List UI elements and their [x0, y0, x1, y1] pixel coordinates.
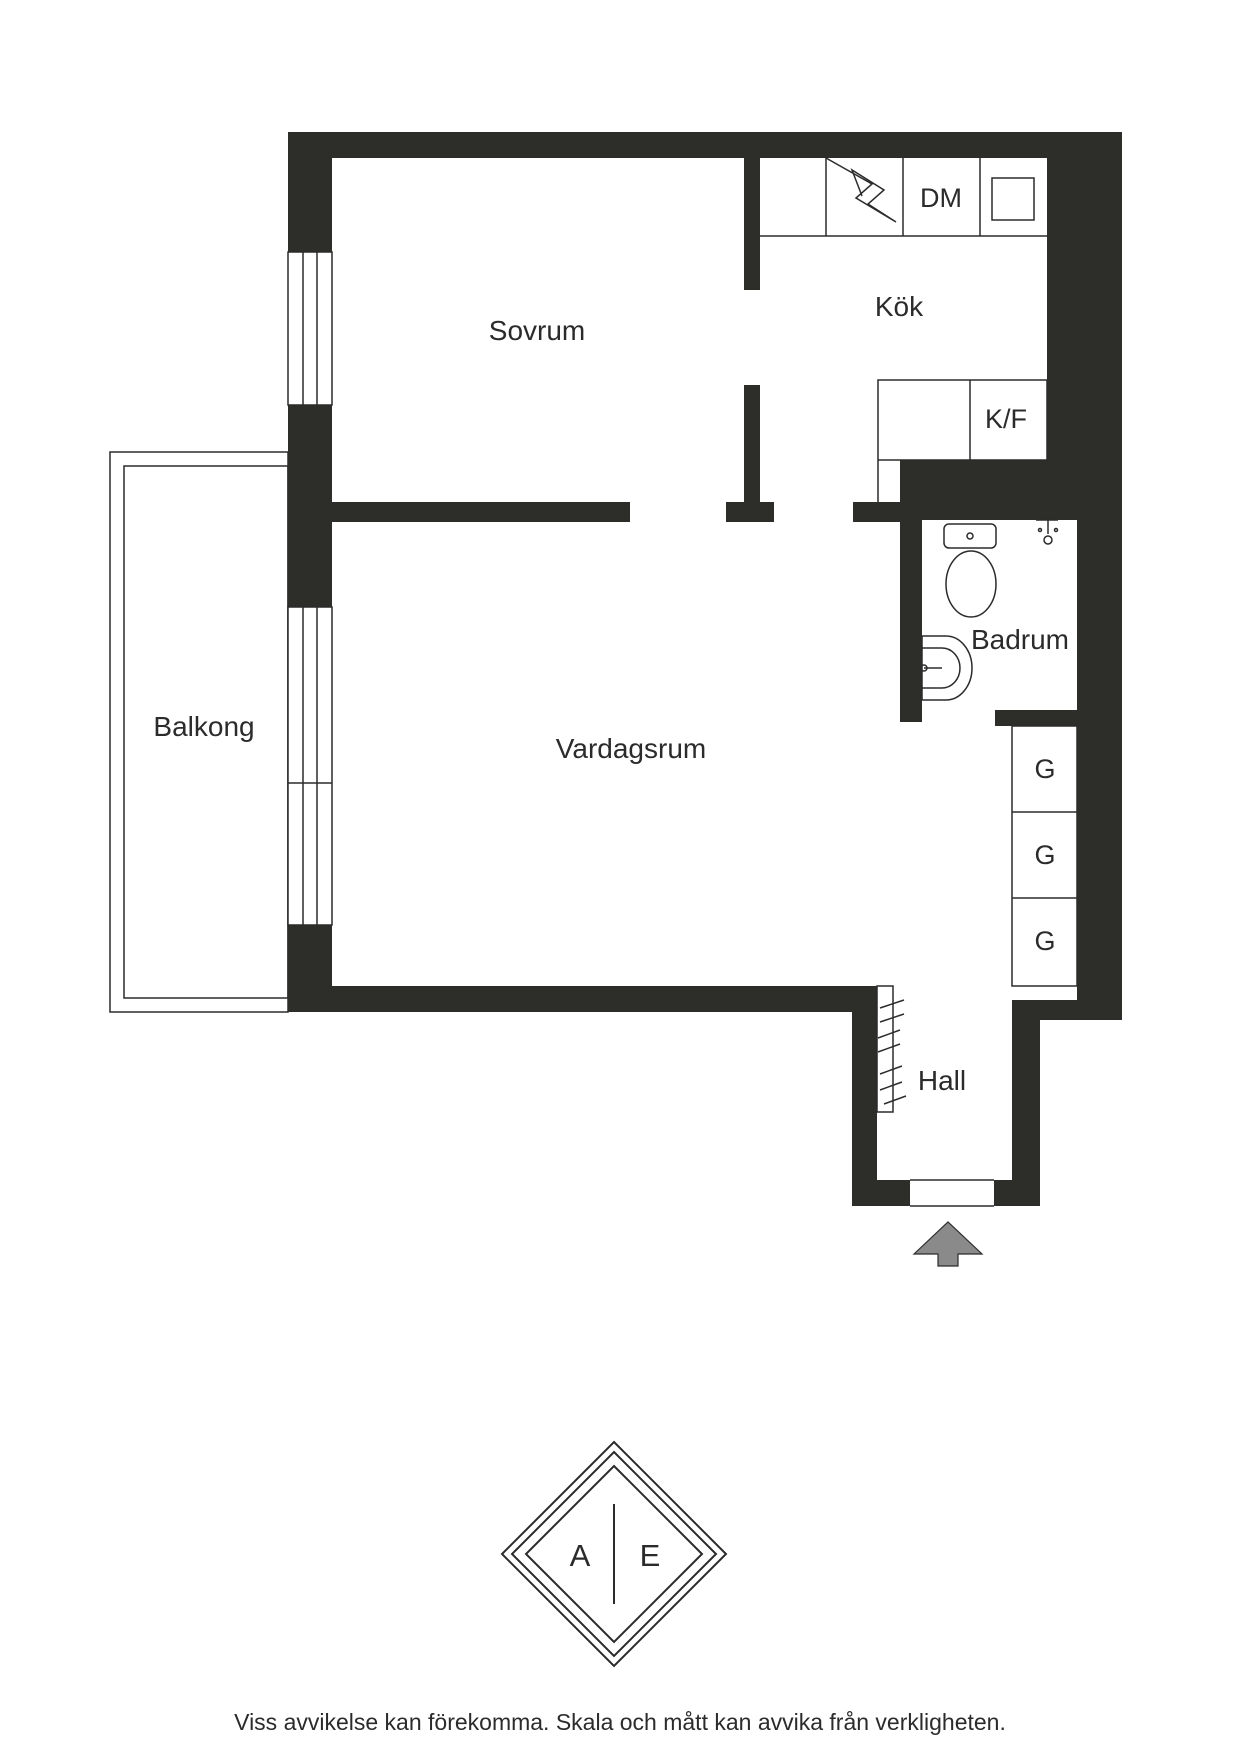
window-living-room: [287, 606, 333, 926]
coat-rack-icon: [876, 985, 907, 1113]
kitchen-fixtures: [760, 157, 1048, 502]
windows: [287, 251, 994, 1207]
bathroom-fixtures: [920, 519, 1059, 701]
disclaimer-text: Viss avvikelse kan förekomma. Skala och …: [234, 1709, 1006, 1735]
room-label-balkong: Balkong: [153, 711, 254, 742]
entrance-arrow-icon: [912, 1221, 984, 1267]
window-bedroom: [287, 251, 333, 406]
toilet-icon: [943, 523, 997, 618]
room-label-badrum: Badrum: [971, 624, 1069, 655]
logo-letter-right: E: [640, 1538, 661, 1573]
room-label-vardagsrum: Vardagsrum: [556, 733, 706, 764]
entrance-door-opening: [910, 1179, 994, 1207]
company-logo: A E: [500, 1440, 728, 1668]
shower-icon: [1036, 519, 1059, 545]
walls: [288, 132, 1122, 1206]
room-label-sovrum: Sovrum: [489, 315, 585, 346]
wardrobe-label-1: G: [1034, 754, 1055, 784]
logo-letter-left: A: [570, 1538, 591, 1573]
stove-icon: [825, 157, 897, 223]
wardrobe-label-2: G: [1034, 840, 1055, 870]
room-label-kok: Kök: [875, 291, 924, 322]
dishwasher-label: DM: [920, 183, 962, 213]
wardrobe-label-3: G: [1034, 926, 1055, 956]
room-label-hall: Hall: [918, 1065, 966, 1096]
wardrobes: [1011, 725, 1078, 987]
washbasin-icon: [920, 635, 973, 701]
fridge-freezer-label: K/F: [985, 404, 1027, 434]
sink-icon: [991, 177, 1035, 221]
